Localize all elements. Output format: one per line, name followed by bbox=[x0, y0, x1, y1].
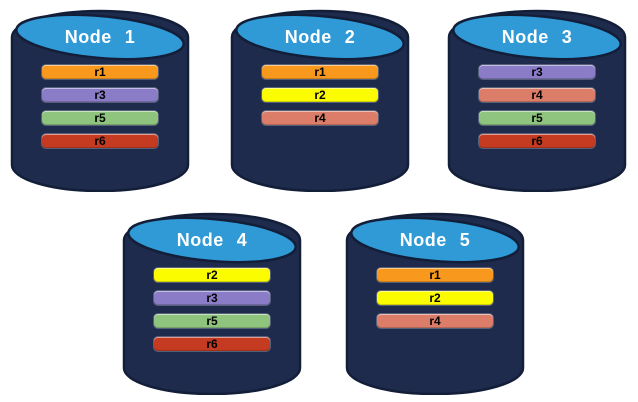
replica-bar: r1 bbox=[377, 268, 493, 282]
database-node-4: Node 4 r2 r3 r5 r6 bbox=[122, 210, 302, 395]
node-title-label: Node bbox=[64, 26, 112, 47]
node-title: Node 3 bbox=[447, 24, 627, 50]
node-title: Node 1 bbox=[10, 24, 190, 50]
database-node-3: Node 3 r3 r4 r5 r6 bbox=[447, 7, 627, 192]
replica-bar: r1 bbox=[262, 65, 378, 79]
replica-bar: r2 bbox=[262, 88, 378, 102]
node-title-number: 3 bbox=[561, 26, 573, 47]
cylinder-top bbox=[127, 216, 297, 264]
cylinder-top bbox=[452, 13, 622, 61]
replica-list: r1 r2 r4 bbox=[345, 268, 525, 337]
replica-bar: r2 bbox=[154, 268, 270, 282]
database-node-1: Node 1 r1 r3 r5 r6 bbox=[10, 7, 190, 192]
replica-list: r2 r3 r5 r6 bbox=[122, 268, 302, 360]
replica-bar: r4 bbox=[479, 88, 595, 102]
database-node-2: Node 2 r1 r2 r4 bbox=[230, 7, 410, 192]
replica-bar: r5 bbox=[479, 111, 595, 125]
node-title: Node 2 bbox=[230, 24, 410, 50]
node-title-label: Node bbox=[399, 229, 447, 250]
node-title-label: Node bbox=[176, 229, 224, 250]
database-node-5: Node 5 r1 r2 r4 bbox=[345, 210, 525, 395]
node-title-number: 4 bbox=[236, 229, 248, 250]
replica-bar: r6 bbox=[42, 134, 158, 148]
cylinder-top bbox=[350, 216, 520, 264]
replica-list: r1 r3 r5 r6 bbox=[10, 65, 190, 157]
replica-bar: r3 bbox=[154, 291, 270, 305]
node-title-number: 1 bbox=[124, 26, 136, 47]
replica-bar: r4 bbox=[377, 314, 493, 328]
replica-bar: r4 bbox=[262, 111, 378, 125]
node-title: Node 4 bbox=[122, 227, 302, 253]
replica-bar: r2 bbox=[377, 291, 493, 305]
replica-bar: r3 bbox=[479, 65, 595, 79]
node-title: Node 5 bbox=[345, 227, 525, 253]
cylinder-top bbox=[235, 13, 405, 61]
replica-list: r3 r4 r5 r6 bbox=[447, 65, 627, 157]
replica-list: r1 r2 r4 bbox=[230, 65, 410, 134]
replica-bar: r5 bbox=[42, 111, 158, 125]
cylinder-top bbox=[15, 13, 185, 61]
node-title-number: 5 bbox=[459, 229, 471, 250]
node-title-label: Node bbox=[284, 26, 332, 47]
replica-bar: r1 bbox=[42, 65, 158, 79]
node-title-label: Node bbox=[501, 26, 549, 47]
replica-bar: r5 bbox=[154, 314, 270, 328]
replica-bar: r6 bbox=[479, 134, 595, 148]
replica-bar: r6 bbox=[154, 337, 270, 351]
replica-bar: r3 bbox=[42, 88, 158, 102]
node-title-number: 2 bbox=[344, 26, 356, 47]
